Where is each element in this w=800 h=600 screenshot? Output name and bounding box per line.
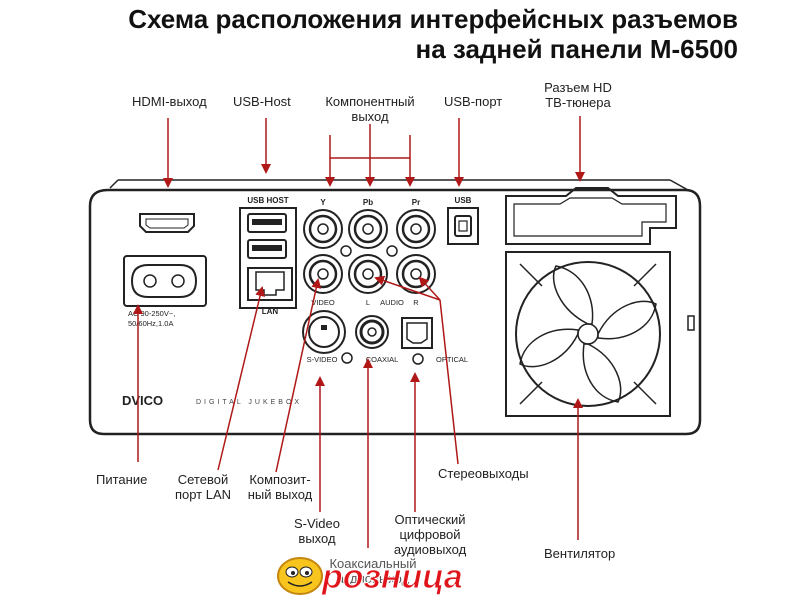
rca-audio-right-jack [396,254,436,294]
label-hd-tuner-line1: Разъем HD [544,80,612,95]
rca-pb-jack [348,209,388,249]
hdmi-port [139,213,195,233]
stereo-arrow-left [374,275,441,301]
usb-device-port [447,207,479,245]
roznica-watermark-logo: розница [277,557,463,597]
panel-led-3 [341,352,353,364]
label-svideo-line2: выход [298,531,336,546]
mascot-face-icon [277,557,323,595]
label-composite-line2: ный выход [247,487,313,502]
label-lan-line2: порт LAN [174,487,232,502]
product-name: DIGITAL JUKEBOX [196,399,302,406]
label-optical-line2: цифровой [399,527,461,542]
label-stereo: Стереовыходы [438,466,529,481]
component-bracket [329,135,411,159]
rca-video-jack [303,254,343,294]
label-coaxial: Коаксиальный аудиовыход [318,556,428,586]
rca-pr-jack [396,209,436,249]
usb-host-lan-block [239,207,297,309]
label-composite: Композит- ный выход [240,472,320,502]
label-composite-line1: Композит- [249,472,311,487]
watermark-text: розница [321,558,463,596]
panel-led-2 [386,245,398,257]
label-component-line2: выход [351,109,389,124]
label-component: Компонентный выход [315,94,425,124]
label-power: Питание [96,472,148,487]
svideo-print: S-VIDEO [307,355,338,364]
power-socket [123,255,207,307]
label-fan: Вентилятор [544,546,616,561]
label-optical-line3: аудиовыход [393,542,467,557]
rca-y-jack [303,209,343,249]
callout-arrows [133,116,585,548]
label-optical: Оптический цифровой аудиовыход [380,512,480,557]
lan-print: LAN [262,307,279,316]
lan-arrow [217,286,265,471]
label-svideo: S-Video выход [282,516,352,546]
label-hd-tuner: Разъем HD ТВ-тюнера [535,80,621,110]
label-lan-line1: Сетевой [177,472,229,487]
composite-arrow [275,278,322,473]
label-coaxial-line2: аудиовыход [336,571,410,586]
diagram-title-line2: на задней панели М-6500 [415,34,738,64]
pb-print: Pb [363,198,373,207]
usb-host-print: USB HOST [247,196,288,205]
y-print: Y [320,198,326,207]
label-lan: Сетевой порт LAN [168,472,238,502]
hd-tuner-slot [505,187,677,245]
brand-logo: DVICO [122,393,163,408]
stereo-line [439,299,459,465]
panel-led-1 [340,245,352,257]
label-optical-line1: Оптический [394,512,466,527]
r-print: R [413,298,419,307]
diagram-title-line1: Схема расположения интерфейсных разъемов [128,4,738,34]
l-print: L [366,298,370,307]
stereo-arrow-right [418,276,441,301]
label-coaxial-line1: Коаксиальный [329,556,417,571]
pr-print: Pr [412,198,420,207]
optical-print: OPTICAL [436,355,468,364]
optical-jack [401,317,433,349]
usb-print: USB [455,196,472,205]
coaxial-jack [355,315,389,349]
cooling-fan [505,251,671,417]
rca-audio-left-jack [348,254,388,294]
label-hdmi: HDMI-выход [132,94,207,109]
label-usb-port: USB-порт [444,94,503,109]
svideo-jack [302,310,346,354]
label-usb-host: USB-Host [233,94,291,109]
panel-led-4 [412,353,424,365]
coaxial-print: COAXIAL [366,355,399,364]
label-svideo-line1: S-Video [293,516,340,531]
video-print: VIDEO [311,298,335,307]
power-spec-line1: AC 90-250V~, [128,309,175,318]
label-hd-tuner-line2: ТВ-тюнера [545,95,611,110]
label-component-line1: Компонентный [325,94,415,109]
power-spec-line2: 50/60Hz,1.0A [128,319,173,328]
audio-print: AUDIO [380,298,404,307]
